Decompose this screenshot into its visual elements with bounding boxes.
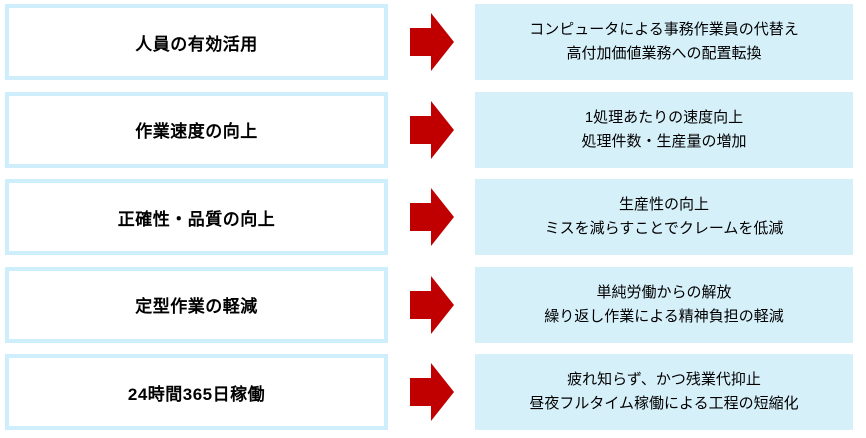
- benefit-label-box: 人員の有効活用: [5, 4, 388, 80]
- arrow-cell: [388, 179, 475, 255]
- benefit-row: 人員の有効活用 コンピュータによる事務作業員の代替え 高付加価値業務への配置転換: [5, 4, 866, 80]
- benefit-label: 正確性・品質の向上: [117, 209, 276, 229]
- benefit-detail-box: コンピュータによる事務作業員の代替え 高付加価値業務への配置転換: [475, 4, 853, 80]
- benefit-detail-line2: ミスを減らすことでクレームを低減: [544, 220, 784, 237]
- benefit-detail-line1: 疲れ知らず、かつ残業代抑止: [567, 371, 761, 388]
- benefit-row: 定型作業の軽減 単純労働からの解放 繰り返し作業による精神負担の軽減: [5, 266, 866, 343]
- benefit-row: 正確性・品質の向上 生産性の向上 ミスを減らすことでクレームを低減: [5, 179, 866, 255]
- arrow-cell: [388, 4, 475, 80]
- benefit-detail-box: 生産性の向上 ミスを減らすことでクレームを低減: [475, 179, 853, 255]
- arrow-cell: [388, 267, 475, 343]
- benefit-detail-box: 疲れ知らず、かつ残業代抑止 昼夜フルタイム稼働による工程の短縮化: [475, 354, 853, 430]
- arrow-cell: [388, 354, 475, 430]
- benefit-detail-line1: 1処理あたりの速度向上: [584, 108, 744, 126]
- benefit-label: 24時間365日稼働: [127, 384, 266, 404]
- benefit-row: 24時間365日稼働 疲れ知らず、かつ残業代抑止 昼夜フルタイム稼働による工程の…: [5, 354, 866, 430]
- right-arrow-icon: [409, 13, 454, 71]
- benefit-detail-line1: コンピュータによる事務作業員の代替え: [529, 21, 799, 38]
- benefit-detail-line2: 繰り返し作業による精神負担の軽減: [544, 307, 784, 325]
- benefit-label-box: 24時間365日稼働: [5, 354, 388, 430]
- arrow-cell: [388, 92, 475, 168]
- right-arrow-icon: [409, 188, 454, 246]
- benefit-detail-box: 1処理あたりの速度向上 処理件数・生産量の増加: [475, 91, 853, 168]
- right-arrow-icon: [409, 363, 454, 421]
- benefit-detail-line1: 生産性の向上: [618, 196, 709, 213]
- benefit-detail-box: 単純労働からの解放 繰り返し作業による精神負担の軽減: [475, 266, 853, 343]
- right-arrow-icon: [409, 275, 454, 334]
- benefit-label: 定型作業の軽減: [135, 297, 258, 316]
- benefit-label-box: 作業速度の向上: [5, 91, 388, 168]
- benefit-label: 作業速度の向上: [135, 122, 258, 141]
- benefit-row: 作業速度の向上 1処理あたりの速度向上 処理件数・生産量の増加: [5, 91, 866, 168]
- right-arrow-icon: [409, 100, 454, 159]
- benefit-detail-line2: 高付加価値業務への配置転換: [566, 45, 762, 62]
- benefit-detail-line2: 昼夜フルタイム稼働による工程の短縮化: [529, 395, 799, 412]
- benefit-detail-line1: 単純労働からの解放: [596, 283, 732, 301]
- benefit-label-box: 定型作業の軽減: [5, 266, 388, 343]
- benefit-label: 人員の有効活用: [135, 34, 258, 54]
- benefit-label-box: 正確性・品質の向上: [5, 179, 388, 255]
- benefit-detail-line2: 処理件数・生産量の増加: [581, 132, 747, 150]
